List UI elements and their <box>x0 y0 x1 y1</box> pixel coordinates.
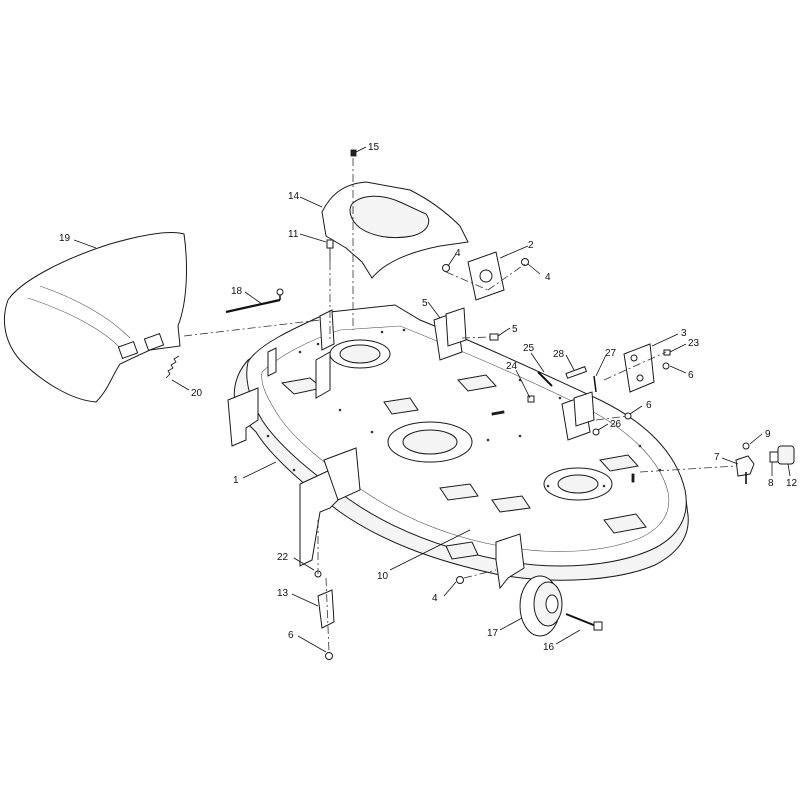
callout-7: 7 <box>714 452 720 463</box>
belt-cover <box>321 181 469 279</box>
callout-18: 18 <box>231 286 243 297</box>
callout-24: 24 <box>506 361 518 372</box>
mower-deck <box>227 304 689 590</box>
discharge-chute <box>3 231 187 403</box>
callout-19: 19 <box>59 233 71 244</box>
callout-27: 27 <box>605 348 617 359</box>
callout-9: 9 <box>765 429 771 440</box>
callout-4: 4 <box>432 593 438 604</box>
callout-26: 26 <box>610 419 622 430</box>
callout-6: 6 <box>646 400 652 411</box>
callout-23: 23 <box>688 338 700 349</box>
callout-22: 22 <box>277 552 289 563</box>
callout-6: 6 <box>688 370 694 381</box>
callout-13: 13 <box>277 588 289 599</box>
callout-11: 11 <box>288 229 299 240</box>
callout-4: 4 <box>545 272 551 283</box>
callout-28: 28 <box>553 349 565 360</box>
callout-3: 3 <box>681 328 687 339</box>
callout-1: 1 <box>233 475 239 486</box>
callout-10: 10 <box>377 571 389 582</box>
callout-6: 6 <box>288 630 294 641</box>
callout-12: 12 <box>786 478 798 489</box>
callout-15: 15 <box>368 142 380 153</box>
callout-16: 16 <box>543 642 555 653</box>
callout-5: 5 <box>422 298 428 309</box>
callout-25: 25 <box>523 343 535 354</box>
callout-4: 4 <box>455 248 461 259</box>
hardware <box>165 149 795 660</box>
callout-14: 14 <box>288 191 300 202</box>
callout-20: 20 <box>191 388 203 399</box>
callout-labels: 15 14 11 19 2 4 4 18 5 5 3 23 6 25 28 27… <box>59 142 798 653</box>
callout-2: 2 <box>528 240 534 251</box>
callout-5: 5 <box>512 324 518 335</box>
alignment-lines <box>183 158 737 653</box>
callout-8: 8 <box>768 478 774 489</box>
leader-lines <box>73 146 791 653</box>
callout-17: 17 <box>487 628 499 639</box>
